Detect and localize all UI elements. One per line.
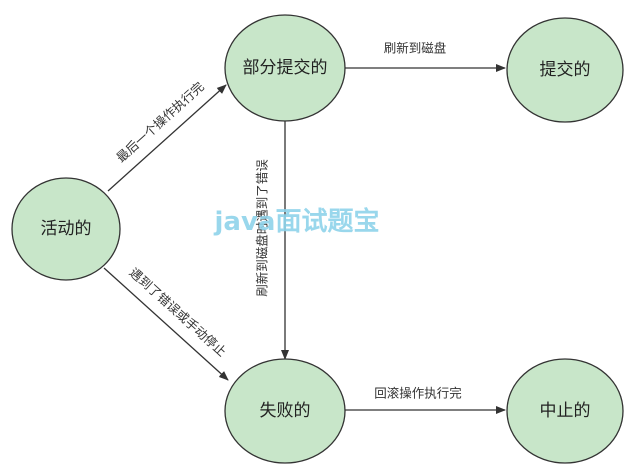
edge-label-partial-to-committed: 刷新到磁盘 bbox=[384, 41, 447, 56]
node-failed: 失败的 bbox=[224, 358, 346, 464]
edge-label-partial-to-failed: 刷新到磁盘时遇到了错误 bbox=[255, 159, 270, 297]
edge-active-to-failed bbox=[103, 267, 229, 381]
edge-label-failed-to-aborted: 回滚操作执行完 bbox=[374, 386, 462, 401]
node-label-committed: 提交的 bbox=[540, 60, 591, 80]
edge-label-active-to-partial: 最后一个操作执行完 bbox=[113, 79, 207, 165]
watermark: java面试题宝 bbox=[214, 206, 380, 237]
node-label-active: 活动的 bbox=[41, 219, 92, 239]
node-label-aborted: 中止的 bbox=[540, 401, 591, 421]
edge-active-to-partial bbox=[107, 84, 227, 192]
node-committed: 提交的 bbox=[506, 17, 624, 123]
node-aborted: 中止的 bbox=[506, 358, 624, 464]
node-label-partially-committed: 部分提交的 bbox=[243, 58, 328, 78]
node-active: 活动的 bbox=[11, 177, 121, 281]
edge-label-active-to-failed: 遇到了错误或手动停止 bbox=[127, 265, 230, 360]
node-label-failed: 失败的 bbox=[260, 401, 311, 421]
node-partially-committed: 部分提交的 bbox=[224, 14, 346, 122]
